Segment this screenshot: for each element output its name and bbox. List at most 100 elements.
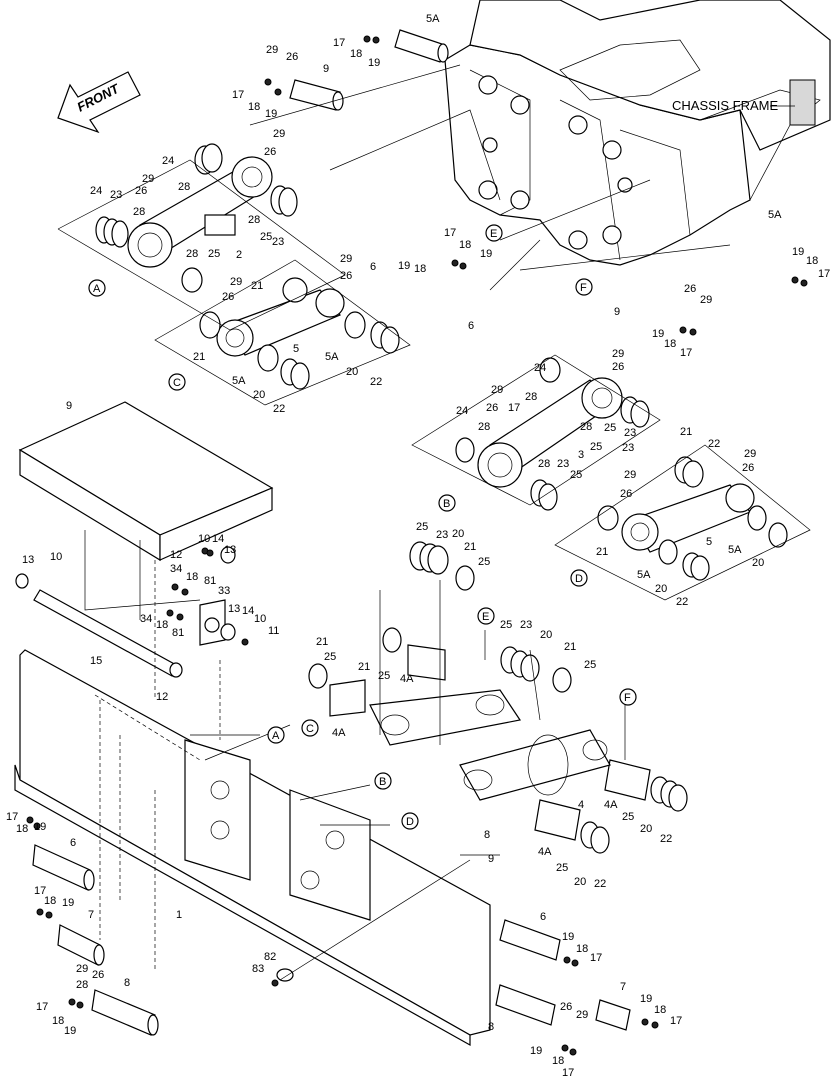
svg-text:29: 29	[266, 44, 278, 56]
svg-text:28: 28	[186, 248, 198, 260]
svg-text:18: 18	[248, 101, 260, 113]
svg-text:3: 3	[578, 449, 584, 461]
svg-text:17: 17	[6, 811, 18, 823]
svg-text:22: 22	[676, 596, 688, 608]
svg-text:29: 29	[230, 276, 242, 288]
washer-15-right	[169, 662, 183, 678]
svg-text:D: D	[575, 573, 583, 585]
svg-text:34: 34	[140, 613, 152, 625]
svg-text:20: 20	[574, 876, 586, 888]
link-5-upper	[216, 288, 345, 357]
svg-text:13: 13	[224, 544, 236, 556]
svg-text:21: 21	[251, 280, 263, 292]
svg-text:22: 22	[594, 878, 606, 890]
pin-6-right	[499, 919, 561, 961]
svg-text:21: 21	[193, 351, 205, 363]
svg-text:D: D	[406, 816, 414, 828]
svg-text:23: 23	[110, 189, 122, 201]
svg-text:22: 22	[273, 403, 285, 415]
svg-text:5: 5	[293, 343, 299, 355]
cylinder-2	[127, 156, 273, 268]
callout-d-1: D	[570, 569, 588, 587]
svg-text:5: 5	[706, 536, 712, 548]
svg-text:17: 17	[232, 89, 244, 101]
svg-text:9: 9	[66, 400, 72, 412]
svg-text:18: 18	[552, 1055, 564, 1067]
svg-text:29: 29	[340, 253, 352, 265]
svg-text:26: 26	[612, 361, 624, 373]
svg-text:C: C	[173, 377, 181, 389]
svg-text:C: C	[306, 723, 314, 735]
svg-text:26: 26	[340, 270, 352, 282]
svg-text:29: 29	[491, 384, 503, 396]
svg-text:28: 28	[580, 421, 592, 433]
svg-text:23: 23	[624, 427, 636, 439]
pin-8-right	[495, 984, 556, 1026]
washer-clusters	[95, 143, 788, 854]
svg-text:18: 18	[654, 1004, 666, 1016]
svg-text:20: 20	[655, 583, 667, 595]
chassis-frame	[444, 0, 831, 266]
svg-text:4A: 4A	[332, 727, 346, 739]
svg-text:18: 18	[44, 895, 56, 907]
svg-text:F: F	[624, 692, 631, 704]
pin-6-left	[32, 844, 95, 891]
svg-text:21: 21	[564, 641, 576, 653]
svg-text:20: 20	[640, 823, 652, 835]
svg-text:9: 9	[614, 306, 620, 318]
svg-text:26: 26	[264, 146, 276, 158]
svg-text:19: 19	[265, 108, 277, 120]
svg-text:83: 83	[252, 963, 264, 975]
svg-text:23: 23	[622, 442, 634, 454]
callout-c-2: C	[301, 719, 319, 737]
svg-text:26: 26	[620, 488, 632, 500]
svg-text:18: 18	[576, 943, 588, 955]
svg-text:18: 18	[156, 619, 168, 631]
svg-text:19: 19	[562, 931, 574, 943]
svg-text:28: 28	[478, 421, 490, 433]
svg-text:82: 82	[264, 951, 276, 963]
svg-text:25: 25	[622, 811, 634, 823]
blade-1	[14, 649, 491, 1047]
svg-text:18: 18	[414, 263, 426, 275]
svg-text:25: 25	[500, 619, 512, 631]
svg-text:25: 25	[208, 248, 220, 260]
part-number-labels: 5A 17 18 19 29 26 9 17 18 19 29 26 24 28…	[6, 13, 830, 1079]
chassis-label: CHASSIS FRAME	[672, 98, 779, 113]
svg-text:29: 29	[612, 348, 624, 360]
svg-text:23: 23	[520, 619, 532, 631]
svg-text:29: 29	[273, 128, 285, 140]
svg-text:4: 4	[578, 799, 584, 811]
svg-text:21: 21	[358, 661, 370, 673]
svg-text:B: B	[443, 498, 450, 510]
svg-text:8: 8	[484, 829, 490, 841]
svg-text:23: 23	[436, 529, 448, 541]
svg-text:25: 25	[556, 862, 568, 874]
svg-text:4A: 4A	[400, 673, 414, 685]
svg-text:23: 23	[272, 236, 284, 248]
svg-text:19: 19	[34, 821, 46, 833]
svg-text:19: 19	[480, 248, 492, 260]
svg-text:17: 17	[670, 1015, 682, 1027]
svg-text:5A: 5A	[768, 209, 782, 221]
callout-f-1: F	[575, 278, 593, 296]
svg-text:29: 29	[76, 963, 88, 975]
svg-text:17: 17	[36, 1001, 48, 1013]
svg-text:4A: 4A	[538, 846, 552, 858]
svg-text:13: 13	[228, 603, 240, 615]
svg-text:81: 81	[172, 627, 184, 639]
o-ring-81	[276, 968, 294, 982]
svg-text:E: E	[482, 611, 489, 623]
svg-text:18: 18	[459, 239, 471, 251]
shaft-18	[33, 589, 179, 677]
pin-8-top-left	[289, 79, 344, 111]
svg-text:E: E	[490, 228, 497, 240]
svg-text:25: 25	[570, 469, 582, 481]
svg-text:28: 28	[538, 458, 550, 470]
svg-text:4A: 4A	[604, 799, 618, 811]
svg-text:21: 21	[316, 636, 328, 648]
svg-text:B: B	[379, 776, 386, 788]
svg-text:29: 29	[700, 294, 712, 306]
svg-text:28: 28	[248, 214, 260, 226]
svg-text:18: 18	[52, 1015, 64, 1027]
